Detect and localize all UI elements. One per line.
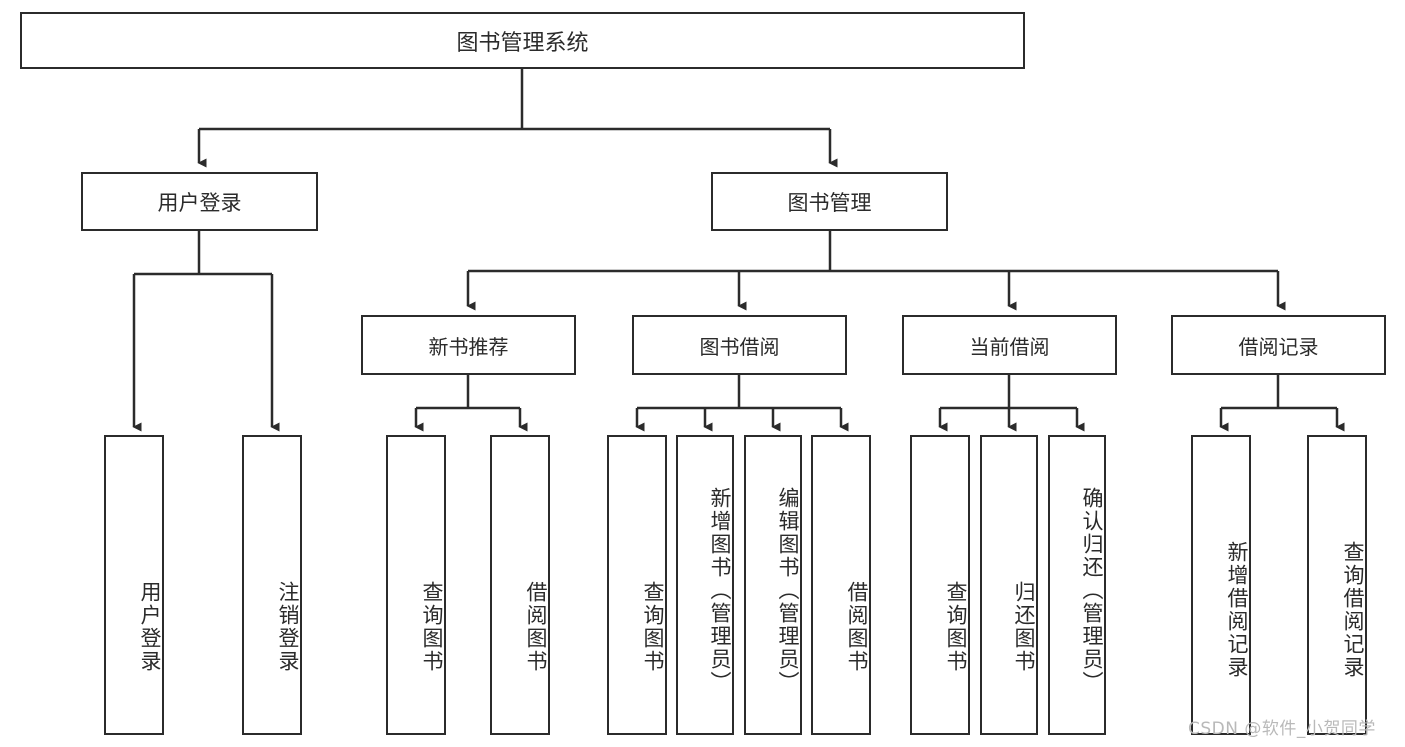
leaf-current-query-book[interactable]: 查询图书: [910, 435, 970, 735]
node-label: 查询借阅记录: [1341, 541, 1365, 679]
node-current-borrow[interactable]: 当前借阅: [902, 315, 1117, 375]
watermark-text: CSDN @软件_小贺同学: [1188, 719, 1376, 739]
node-label: 确认归还（管理员）: [1080, 486, 1104, 694]
node-label: 新增借阅记录: [1225, 541, 1249, 679]
leaf-borrow-edit-book-admin[interactable]: 编辑图书（管理员）: [744, 435, 802, 735]
node-label: 借阅图书: [845, 581, 869, 673]
node-label: 图书管理: [787, 190, 872, 215]
leaf-user-login[interactable]: 用户登录: [104, 435, 164, 735]
leaf-record-query-record[interactable]: 查询借阅记录: [1307, 435, 1367, 735]
leaf-borrow-query-book[interactable]: 查询图书: [607, 435, 667, 735]
node-label: 图书管理系统: [456, 30, 589, 56]
leaf-logout[interactable]: 注销登录: [242, 435, 302, 735]
leaf-current-return-book[interactable]: 归还图书: [980, 435, 1038, 735]
node-label: 新增图书（管理员）: [708, 486, 732, 694]
node-label: 注销登录: [276, 581, 300, 673]
leaf-newbook-borrow-book[interactable]: 借阅图书: [490, 435, 550, 735]
node-label: 图书借阅: [699, 334, 780, 359]
leaf-newbook-query-book[interactable]: 查询图书: [386, 435, 446, 735]
node-user-login[interactable]: 用户登录: [81, 172, 318, 231]
node-label: 查询图书: [420, 581, 444, 673]
node-new-book-recommend[interactable]: 新书推荐: [361, 315, 576, 375]
node-label: 查询图书: [944, 581, 968, 673]
node-book-borrow[interactable]: 图书借阅: [632, 315, 847, 375]
leaf-borrow-borrow-book[interactable]: 借阅图书: [811, 435, 871, 735]
node-label: 编辑图书（管理员）: [776, 486, 800, 694]
node-label: 借阅记录: [1238, 334, 1319, 359]
node-label: 用户登录: [138, 581, 162, 673]
leaf-borrow-add-book-admin[interactable]: 新增图书（管理员）: [676, 435, 734, 735]
node-label: 归还图书: [1012, 581, 1036, 673]
node-label: 新书推荐: [428, 334, 509, 359]
node-label: 借阅图书: [524, 581, 548, 673]
node-root-system[interactable]: 图书管理系统: [20, 12, 1025, 69]
leaf-record-add-record[interactable]: 新增借阅记录: [1191, 435, 1251, 735]
node-label: 当前借阅: [969, 334, 1050, 359]
node-borrow-record[interactable]: 借阅记录: [1171, 315, 1386, 375]
leaf-current-confirm-return-admin[interactable]: 确认归还（管理员）: [1048, 435, 1106, 735]
node-label: 查询图书: [641, 581, 665, 673]
node-book-management[interactable]: 图书管理: [711, 172, 948, 231]
node-label: 用户登录: [157, 190, 242, 215]
